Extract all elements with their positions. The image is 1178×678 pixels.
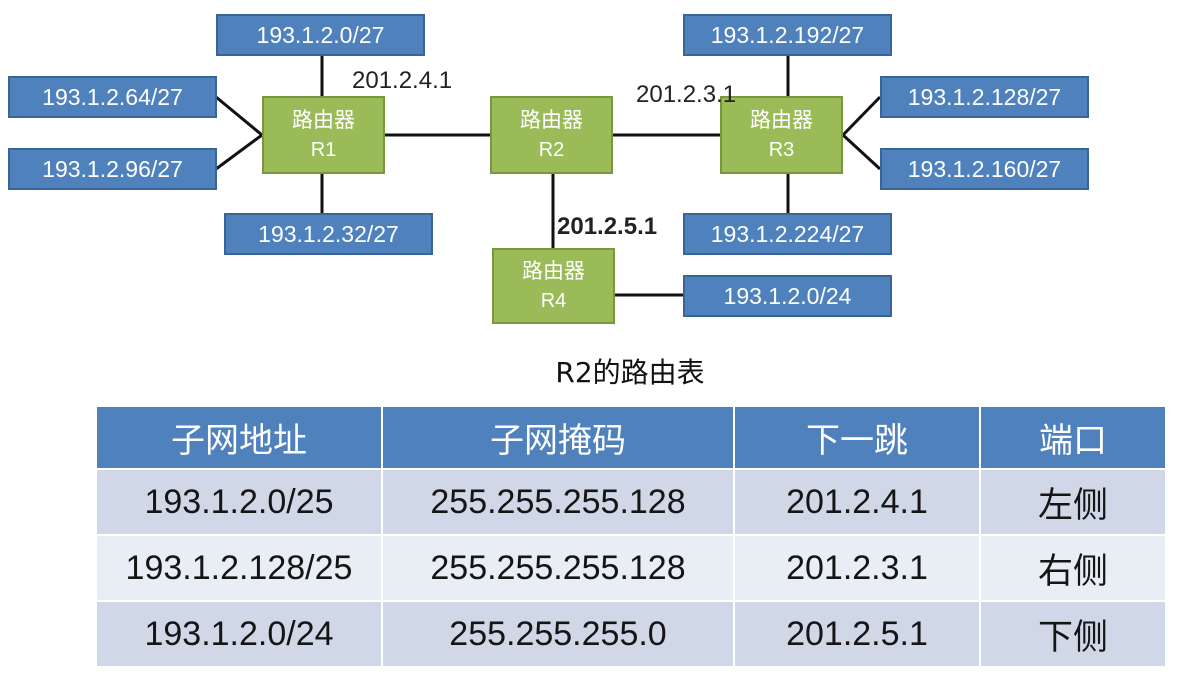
- network-box: 193.1.2.0/27: [216, 14, 425, 56]
- routing-table: 子网地址 子网掩码 下一跳 端口 193.1.2.0/25 255.255.25…: [95, 405, 1167, 668]
- interface-label-r2-r3: 201.2.3.1: [636, 81, 737, 108]
- link-r1-upper-left-network: [215, 95, 263, 137]
- cell-mask: 255.255.255.128: [381, 468, 735, 536]
- router-r4: 路由器 R4: [492, 248, 615, 324]
- cell-port: 下侧: [979, 600, 1167, 668]
- table-header-row: 子网地址 子网掩码 下一跳 端口: [95, 405, 1167, 470]
- cell-mask: 255.255.255.0: [381, 600, 735, 668]
- column-header-next-hop: 下一跳: [733, 405, 981, 470]
- router-kind-label: 路由器: [520, 108, 583, 132]
- network-box: 193.1.2.192/27: [683, 14, 892, 56]
- cell-subnet: 193.1.2.0/24: [95, 600, 383, 668]
- router-kind-label: 路由器: [292, 108, 355, 132]
- router-r1: 路由器 R1: [262, 96, 385, 174]
- cell-next-hop: 201.2.3.1: [733, 534, 981, 602]
- table-row: 193.1.2.0/24 255.255.255.0 201.2.5.1 下侧: [95, 600, 1167, 668]
- interface-label-r2-r4: 201.2.5.1: [557, 213, 658, 240]
- link-r1-lower-left-network: [215, 133, 263, 171]
- routing-table-title: R2的路由表: [555, 356, 705, 389]
- network-box: 193.1.2.96/27: [8, 148, 217, 190]
- network-box: 193.1.2.32/27: [224, 213, 433, 255]
- column-header-subnet: 子网地址: [95, 405, 383, 470]
- column-header-mask: 子网掩码: [381, 405, 735, 470]
- network-box: 193.1.2.0/24: [683, 275, 892, 317]
- cell-port: 左侧: [979, 468, 1167, 536]
- network-box: 193.1.2.224/27: [683, 213, 892, 255]
- cell-next-hop: 201.2.4.1: [733, 468, 981, 536]
- router-r2: 路由器 R2: [490, 96, 613, 174]
- cell-mask: 255.255.255.128: [381, 534, 735, 602]
- link-r3-upper-right-network: [841, 95, 882, 137]
- network-box: 193.1.2.160/27: [880, 148, 1089, 190]
- cell-subnet: 193.1.2.0/25: [95, 468, 383, 536]
- table-row: 193.1.2.128/25 255.255.255.128 201.2.3.1…: [95, 534, 1167, 602]
- router-name-label: R2: [538, 139, 565, 161]
- table-row: 193.1.2.0/25 255.255.255.128 201.2.4.1 左…: [95, 468, 1167, 536]
- router-kind-label: 路由器: [522, 259, 585, 283]
- link-r3-lower-right-network: [841, 133, 882, 171]
- interface-label-r1-r2: 201.2.4.1: [352, 67, 453, 94]
- router-name-label: R4: [540, 290, 567, 312]
- topology-links: [215, 56, 882, 297]
- network-box: 193.1.2.128/27: [880, 76, 1089, 118]
- router-kind-label: 路由器: [750, 108, 813, 132]
- network-box: 193.1.2.64/27: [8, 76, 217, 118]
- cell-port: 右侧: [979, 534, 1167, 602]
- column-header-port: 端口: [979, 405, 1167, 470]
- router-r3: 路由器 R3: [720, 96, 843, 174]
- router-name-label: R3: [768, 139, 795, 161]
- cell-subnet: 193.1.2.128/25: [95, 534, 383, 602]
- cell-next-hop: 201.2.5.1: [733, 600, 981, 668]
- router-name-label: R1: [310, 139, 337, 161]
